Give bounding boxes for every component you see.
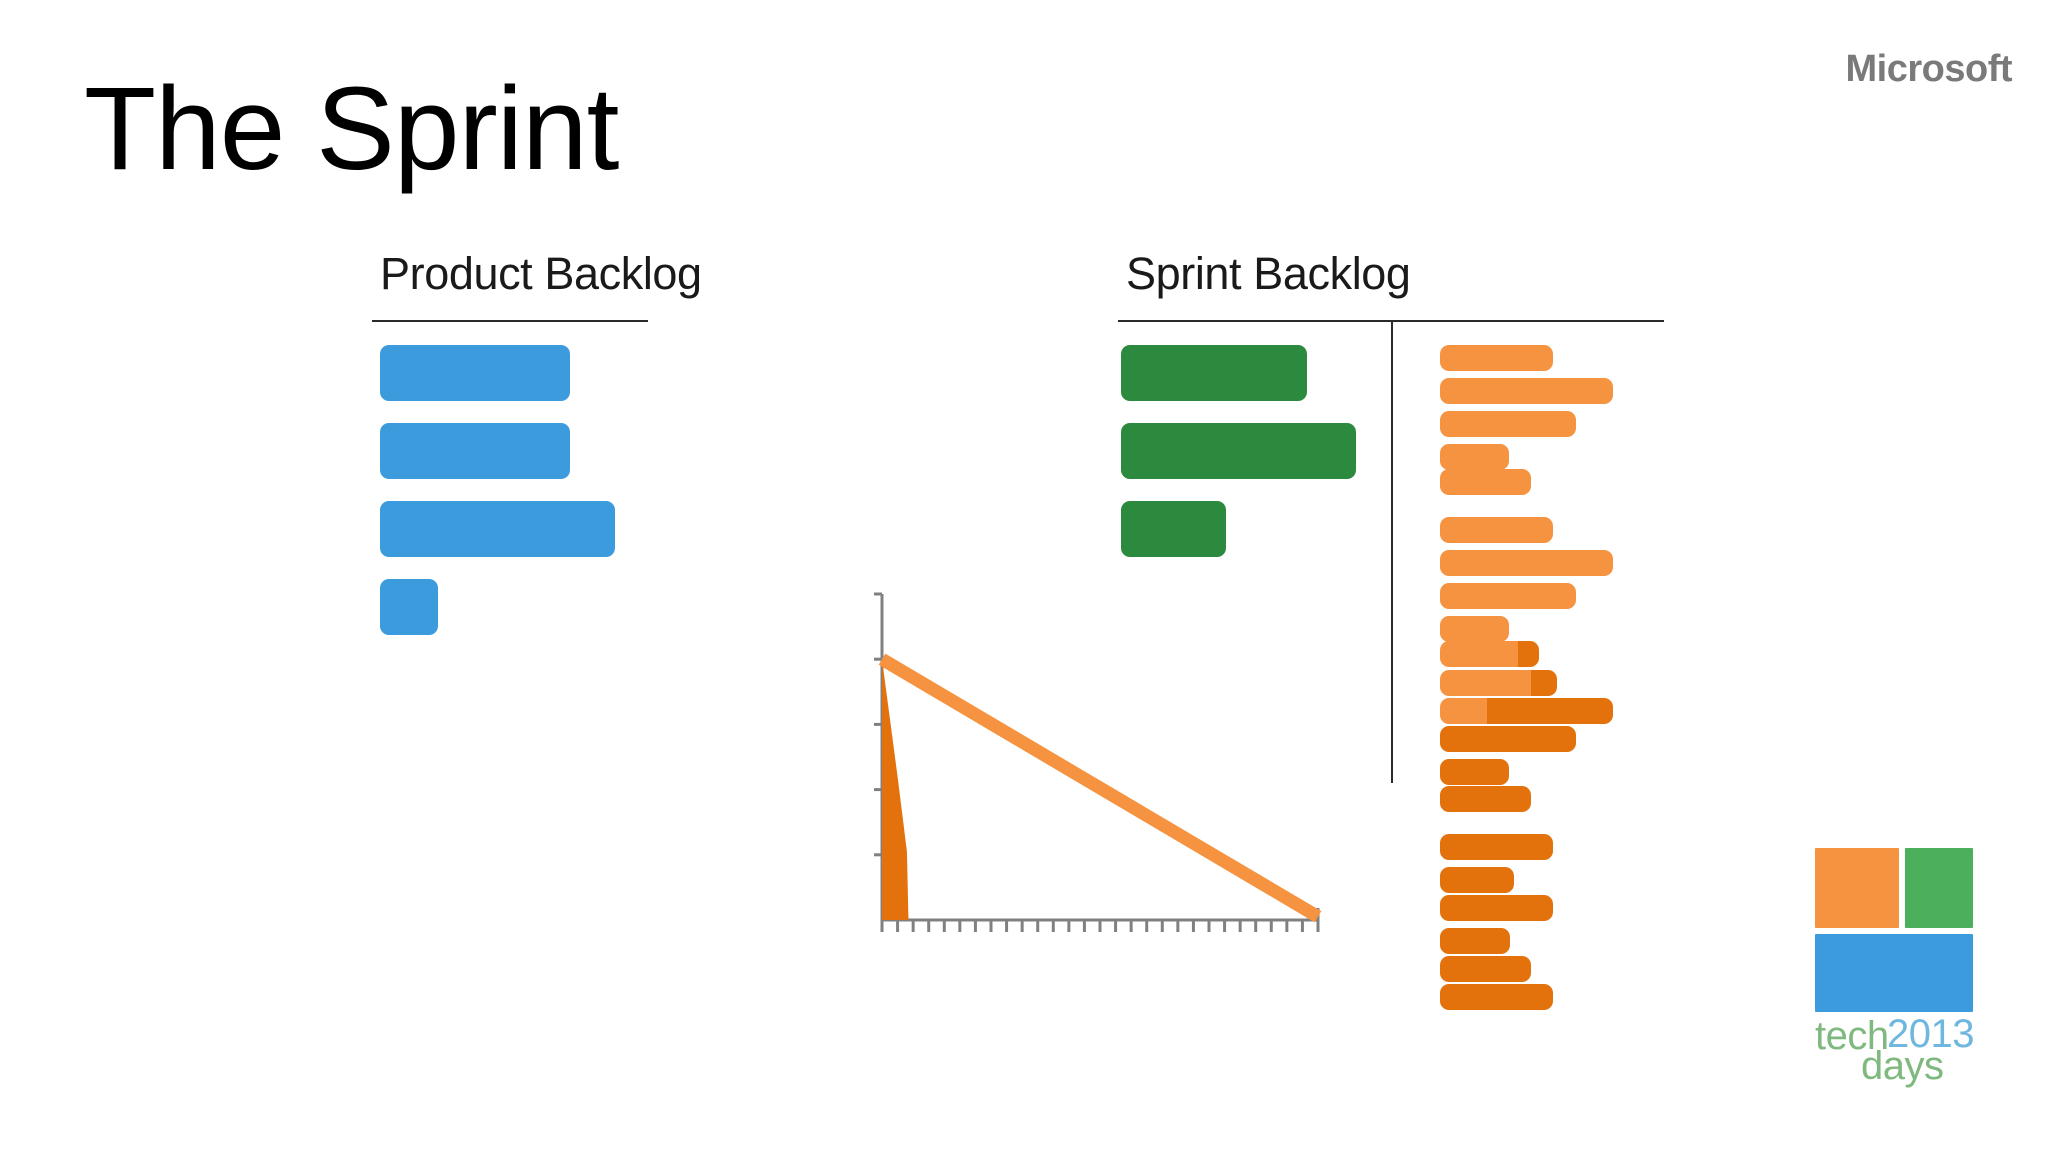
task-remaining-segment (1440, 444, 1509, 470)
burndown-actual-area (882, 659, 909, 920)
page-title: The Sprint (84, 63, 619, 195)
product-backlog-item (380, 501, 615, 557)
sprint-backlog-vertical-divider (1391, 321, 1393, 783)
task-done-segment (1487, 698, 1613, 724)
sprint-backlog-story (1121, 423, 1356, 479)
task-done-segment (1518, 641, 1539, 667)
task-done-segment (1440, 956, 1531, 982)
sprint-backlog-task (1440, 956, 1531, 982)
task-remaining-segment (1440, 345, 1553, 371)
sprint-backlog-task (1440, 550, 1613, 576)
task-done-segment (1440, 759, 1509, 785)
task-done-segment (1440, 834, 1553, 860)
task-done-segment (1440, 928, 1510, 954)
product-backlog-item (380, 345, 570, 401)
task-remaining-segment (1440, 641, 1518, 667)
techdays-word-tech: tech (1815, 1014, 1889, 1058)
task-remaining-segment (1440, 670, 1531, 696)
sprint-backlog-task (1440, 444, 1509, 470)
product-backlog-item (380, 423, 570, 479)
sprint-backlog-task (1440, 895, 1553, 921)
task-remaining-segment (1440, 616, 1509, 642)
sprint-backlog-task (1440, 583, 1576, 609)
task-done-segment (1440, 867, 1514, 893)
product-backlog-rule (372, 320, 648, 322)
task-done-segment (1440, 726, 1576, 752)
sprint-backlog-task (1440, 469, 1531, 495)
sprint-backlog-task (1440, 411, 1576, 437)
task-done-segment (1440, 984, 1553, 1010)
product-backlog-heading: Product Backlog (380, 248, 702, 299)
burndown-svg (874, 592, 1322, 932)
burndown-ideal-line (878, 653, 1322, 923)
task-remaining-segment (1440, 550, 1613, 576)
sprint-backlog-task (1440, 726, 1576, 752)
sprint-backlog-task (1440, 345, 1553, 371)
task-remaining-segment (1440, 583, 1576, 609)
sprint-backlog-task (1440, 786, 1531, 812)
task-remaining-segment (1440, 517, 1553, 543)
techdays-tile-green (1905, 848, 1973, 928)
sprint-backlog-task (1440, 698, 1613, 724)
sprint-backlog-task (1440, 984, 1553, 1010)
sprint-backlog-task (1440, 867, 1514, 893)
techdays-word-days: days (1861, 1044, 1944, 1088)
techdays-tile-blue (1815, 934, 1973, 1012)
sprint-backlog-task (1440, 641, 1539, 667)
sprint-backlog-story-group (1121, 345, 1421, 575)
sprint-backlog-task (1440, 834, 1553, 860)
microsoft-logo: Microsoft (1845, 48, 2013, 90)
techdays-logo: tech 2013 days (1815, 848, 2000, 1086)
techdays-wordmark: tech 2013 days (1815, 1012, 2000, 1088)
product-backlog-bar-group (380, 345, 680, 645)
sprint-backlog-story (1121, 345, 1307, 401)
task-done-segment (1440, 895, 1553, 921)
sprint-backlog-task-group (1440, 345, 1670, 1010)
sprint-backlog-task (1440, 616, 1509, 642)
task-remaining-segment (1440, 698, 1487, 724)
sprint-burndown-chart (856, 580, 1356, 960)
task-remaining-segment (1440, 378, 1613, 404)
techdays-tile-orange (1815, 848, 1899, 928)
sprint-backlog-task (1440, 517, 1553, 543)
task-done-segment (1531, 670, 1557, 696)
sprint-backlog-task (1440, 928, 1510, 954)
techdays-word-year: 2013 (1887, 1012, 1974, 1056)
task-remaining-segment (1440, 469, 1531, 495)
burndown-series (878, 653, 1322, 923)
task-done-segment (1440, 786, 1531, 812)
sprint-backlog-task (1440, 759, 1509, 785)
product-backlog-item (380, 579, 438, 635)
sprint-backlog-heading: Sprint Backlog (1126, 248, 1411, 299)
task-remaining-segment (1440, 411, 1576, 437)
sprint-backlog-story (1121, 501, 1226, 557)
sprint-backlog-task (1440, 378, 1613, 404)
sprint-backlog-task (1440, 670, 1557, 696)
